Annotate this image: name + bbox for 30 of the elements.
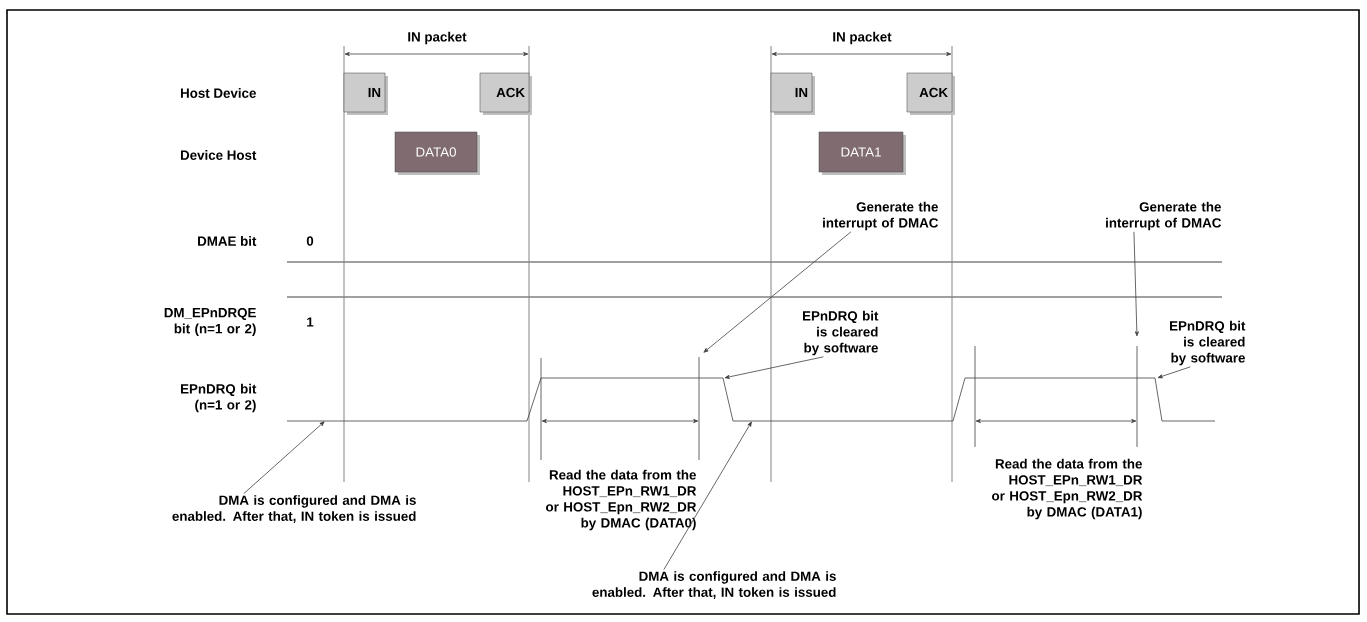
bit-value: 0 [306, 236, 314, 246]
packet-box: ACK [479, 72, 532, 115]
annotation-text: Generate the interrupt of DMAC [1106, 201, 1222, 231]
annotation-text: Read the data from the HOST_EPn_RW1_DR or HOST_Epn_RW2_DR by DMAC (DATA0) [546, 469, 697, 531]
annotation-text: Read the data from the HOST_EPn_RW1_DR or HOST_Epn_RW2_DR by DMAC (DATA1) [992, 458, 1143, 520]
row-label: EPnDRQ bit (n=1 or 2) [181, 383, 257, 413]
data-packet-box: DATA0 [394, 131, 480, 175]
leader-line [243, 421, 325, 494]
row-label: Host Device [181, 88, 256, 98]
annotation-text: DMA is configured and DMA is enabled. After that, IN token is issued [172, 495, 416, 523]
packet-box: IN [343, 72, 388, 115]
leader-line [1133, 231, 1139, 337]
annotation-text: EPnDRQ bit is cleared by software [1170, 320, 1246, 366]
annotation-text: DMA is configured and DMA is enabled. After that, IN token is issued [592, 571, 836, 599]
bit-value: 1 [307, 317, 314, 327]
annotation-text: Generate the interrupt of DMAC [823, 201, 939, 231]
packet-box: IN [770, 72, 815, 115]
row-label: Device Host [181, 150, 257, 160]
annotation-text: EPnDRQ bit is cleared by software [803, 310, 879, 356]
packet-box: ACK [906, 72, 955, 115]
leader-line [1157, 366, 1191, 379]
row-label: DM_EPnDRQE bit (n=1 or 2) [164, 307, 256, 337]
packet-label: IN packet [408, 31, 467, 45]
data-packet-box: DATA1 [818, 131, 906, 175]
row-label: DMAE bit [198, 236, 257, 246]
leader-line [703, 231, 852, 353]
leader-line [724, 356, 824, 379]
waveform [286, 377, 1216, 422]
packet-label: IN packet [833, 31, 892, 45]
leader-line [663, 421, 752, 570]
